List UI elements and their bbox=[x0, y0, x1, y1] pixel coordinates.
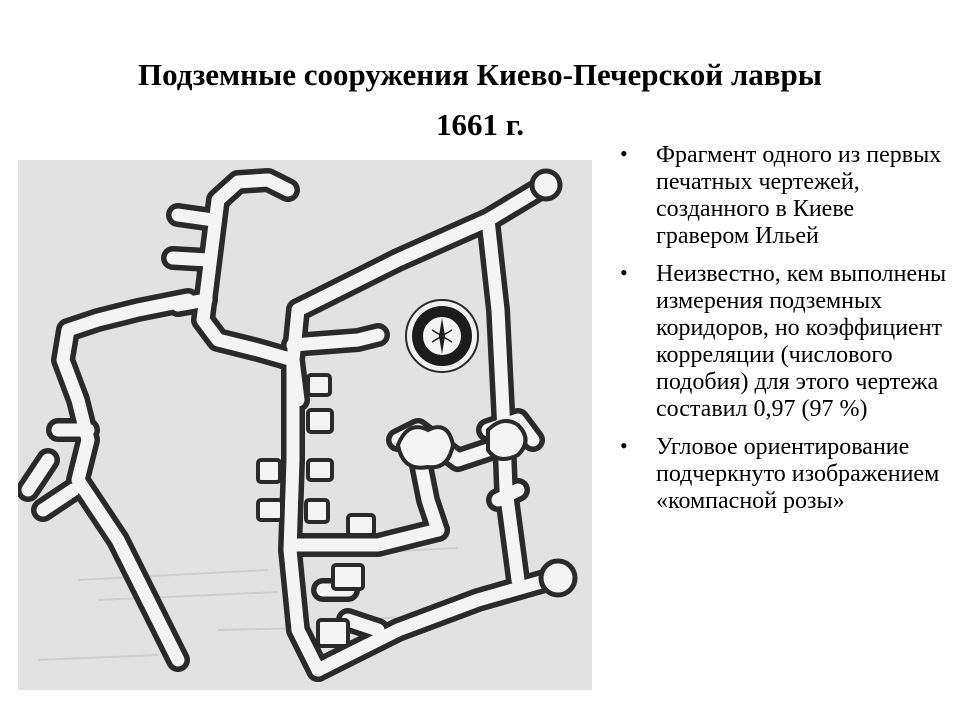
slide-title-line1: Подземные сооружения Киево-Печерской лав… bbox=[138, 57, 822, 92]
corridor-network bbox=[18, 168, 560, 682]
bullet-list: • Фрагмент одного из первых печатных чер… bbox=[612, 141, 952, 526]
underground-map-figure bbox=[18, 160, 592, 690]
cell-niches bbox=[256, 373, 376, 648]
bullet-dot-icon: • bbox=[620, 141, 628, 166]
bullet-dot-icon: • bbox=[620, 433, 628, 458]
compass-rose-icon bbox=[405, 299, 479, 373]
ne-chamber bbox=[529, 168, 563, 202]
bullet-text: Угловое ориентирование подчеркнуто изобр… bbox=[656, 434, 940, 514]
slide-title: Подземные сооружения Киево-Печерской лав… bbox=[40, 50, 920, 150]
bullet-text: Фрагмент одного из первых печатных черте… bbox=[656, 142, 942, 249]
slide-title-line2: 1661 г. bbox=[435, 107, 525, 142]
se-chamber bbox=[538, 558, 578, 598]
bullet-item: • Угловое ориентирование подчеркнуто изо… bbox=[612, 433, 952, 515]
bullet-text: Неизвестно, кем выполнены измерения подз… bbox=[656, 261, 947, 422]
bullet-dot-icon: • bbox=[620, 260, 628, 285]
bullet-item: • Фрагмент одного из первых печатных чер… bbox=[612, 141, 952, 250]
bullet-item: • Неизвестно, кем выполнены измерения по… bbox=[612, 260, 952, 423]
